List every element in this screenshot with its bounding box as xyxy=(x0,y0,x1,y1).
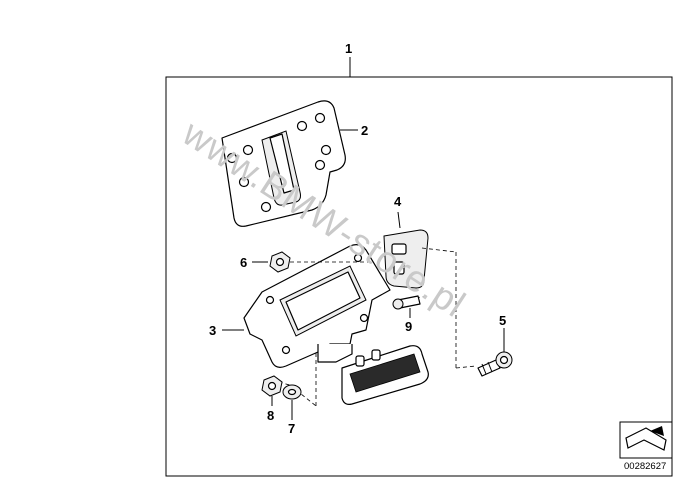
callout-5: 5 xyxy=(499,313,506,328)
part-7-washer xyxy=(282,384,302,400)
part-5-tapping-screw xyxy=(477,351,513,377)
part-2-mounting-plate xyxy=(221,100,346,227)
assembly-frame xyxy=(165,76,673,477)
callout-3: 3 xyxy=(209,323,216,338)
callout-1: 1 xyxy=(345,41,352,56)
callout-2: 2 xyxy=(361,123,368,138)
callout-8: 8 xyxy=(267,408,274,423)
part-6-nut xyxy=(269,251,291,273)
part-4-reflector-holder xyxy=(383,211,429,289)
callout-4: 4 xyxy=(394,194,402,209)
document-number: 00282627 xyxy=(624,461,666,472)
callout-7: 7 xyxy=(288,421,295,436)
callout-9: 9 xyxy=(405,319,412,334)
part-3-license-bracket xyxy=(243,244,391,368)
document-reference-icon xyxy=(619,421,673,459)
part-8-nut xyxy=(261,375,283,397)
callout-6: 6 xyxy=(240,255,247,270)
part-9-screw xyxy=(392,295,421,310)
reflector xyxy=(341,345,429,405)
